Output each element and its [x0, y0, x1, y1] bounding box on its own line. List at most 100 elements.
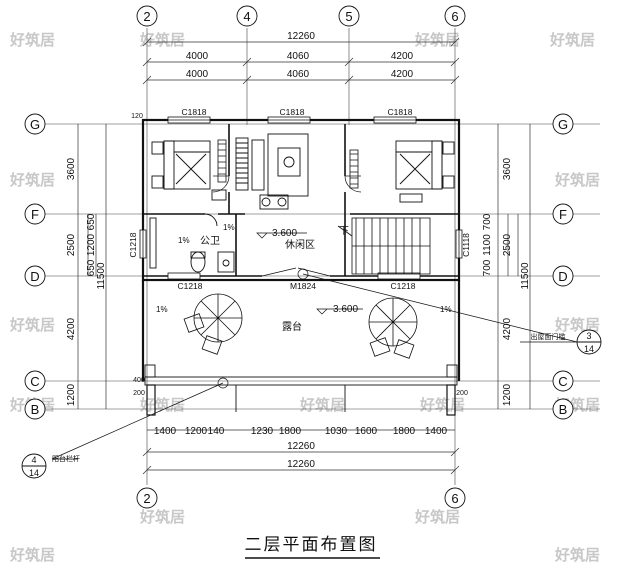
axis-top-2: 2 [143, 9, 150, 24]
room-terrace-label: 露台 [282, 320, 302, 333]
watermark-text: 好筑居 [139, 31, 185, 49]
dim-top-row2-2: 4200 [391, 69, 414, 80]
balcony-railing [144, 364, 458, 416]
watermark-text: 好筑居 [299, 396, 345, 414]
dim-left-3: 1200 [66, 383, 77, 406]
dim-bottom-seg-1: 1200 [185, 426, 208, 437]
level-triangles [256, 232, 363, 315]
watermark-text: 好筑居 [554, 316, 600, 334]
watermark-text: 好筑居 [554, 546, 600, 564]
dim-top-total: 12260 [287, 31, 315, 42]
dim-bottom-total: 12260 [287, 441, 315, 452]
dim-bottom-seg-2: 140 [208, 426, 225, 437]
axis-bubbles [21, 5, 602, 509]
callout-railing-sheet: 14 [29, 468, 39, 478]
callout-railing-num: 4 [31, 455, 36, 465]
dim-bottom-seg-0: 1400 [154, 426, 177, 437]
axis-right-f: F [559, 207, 567, 222]
dim-left-inner-1: 1200 [86, 233, 97, 256]
toilet-fixtures [149, 213, 235, 273]
dim-right-small: 11500 [520, 262, 531, 290]
watermark-text: 好筑居 [9, 546, 55, 564]
terrace-tables [183, 293, 418, 359]
watermark-text: 好筑居 [139, 508, 185, 526]
window-openings [139, 116, 463, 280]
bottom-dimension-lines [142, 429, 460, 475]
window-label-4: C1218 [177, 281, 202, 291]
bedroom-right-furniture [395, 140, 455, 203]
axis-top-6: 6 [451, 9, 458, 24]
dim-right-inner-1: 1100 [482, 234, 493, 256]
axis-left-f: F [31, 207, 39, 222]
axis-labels: 2 4 5 6 2 6 G F D C B G F D C B [30, 9, 568, 506]
axis-left-d: D [30, 269, 39, 284]
watermark-text: 好筑居 [139, 396, 185, 414]
watermark-text: 好筑居 [414, 31, 460, 49]
window-label-2: C1818 [387, 107, 412, 117]
dim-bottom-seg-4: 1800 [279, 426, 302, 437]
lounge-furniture [235, 133, 309, 210]
slope-mark-1: 1% [223, 223, 235, 232]
door-label: M1824 [290, 281, 316, 291]
dim-left-small: 11500 [96, 262, 107, 290]
door-swings [212, 175, 362, 277]
dim-bottom-seg-5: 1030 [325, 426, 348, 437]
callout-threshold-label: 出屋面门槛 [531, 332, 566, 341]
dim-left-0: 3600 [66, 157, 77, 180]
side-dimension-lines [77, 124, 531, 409]
axis-right-b: B [559, 402, 568, 417]
window-label-1: C1818 [279, 107, 304, 117]
dim-bottom-seg-8: 1400 [425, 426, 448, 437]
axis-right-d: D [558, 269, 567, 284]
dim-right-1: 2500 [502, 233, 513, 256]
dim-top-row2-0: 4000 [186, 69, 209, 80]
bedroom-left-furniture [151, 140, 227, 201]
room-lounge-label: 休闲区 [285, 238, 315, 251]
corner-dimension-texts: 120 400 200 200 [131, 113, 468, 397]
dimension-texts: 12260 4000 4060 4200 4000 4060 4200 1226… [66, 31, 531, 470]
dim-right-3: 1200 [502, 383, 513, 406]
dim-left-2: 4200 [66, 317, 77, 340]
window-label-6: C1118 [461, 233, 471, 257]
dim-top-row1-1: 4060 [287, 51, 310, 62]
dim-right-0: 3600 [502, 157, 513, 180]
drawing-title: 二层平面布置图 [245, 535, 378, 554]
dim-corner-2: 200 [133, 390, 145, 397]
wardrobes [217, 139, 359, 189]
axis-bottom-2: 2 [143, 491, 150, 506]
axis-left-b: B [31, 402, 40, 417]
watermark-text: 好筑居 [9, 316, 55, 334]
window-label-5: C1218 [390, 281, 415, 291]
axis-top-4: 4 [243, 9, 250, 24]
level-mark-terrace: 3.600 [333, 304, 358, 315]
callout-threshold-sheet: 14 [584, 344, 594, 354]
dim-right-inner-2: 700 [482, 259, 493, 276]
axis-left-c: C [30, 374, 39, 389]
axis-grid [40, 28, 600, 485]
dim-corner-3: 200 [456, 390, 468, 397]
dim-top-row1-2: 4200 [391, 51, 414, 62]
axis-right-g: G [558, 117, 568, 132]
room-toilet-label: 公卫 [200, 236, 220, 247]
dim-bottom-seg-3: 1230 [251, 426, 274, 437]
dim-right-2: 4200 [502, 317, 513, 340]
slope-mark-2: 1% [156, 305, 168, 314]
window-label-0: C1818 [181, 107, 206, 117]
watermark-text: 好筑居 [549, 31, 595, 49]
dim-corner-1: 400 [133, 377, 145, 384]
watermark-text: 好筑居 [9, 31, 55, 49]
dim-left-inner-2: 650 [86, 259, 97, 276]
watermark-text: 好筑居 [554, 171, 600, 189]
watermark-text: 好筑居 [414, 508, 460, 526]
room-labels: 休闲区 公卫 露台 下 3.600 3.600 1% 1% 1% 1% [156, 223, 452, 333]
axis-top-5: 5 [345, 9, 352, 24]
dim-bottom-seg-6: 1600 [355, 426, 378, 437]
watermark-text: 好筑居 [9, 171, 55, 189]
window-label-3: C1218 [128, 232, 138, 257]
dim-corner-0: 120 [131, 113, 143, 120]
axis-bottom-6: 6 [451, 491, 458, 506]
axis-right-c: C [558, 374, 567, 389]
dim-top-row2-1: 4060 [287, 69, 310, 80]
dim-right-inner-0: 700 [482, 213, 493, 230]
